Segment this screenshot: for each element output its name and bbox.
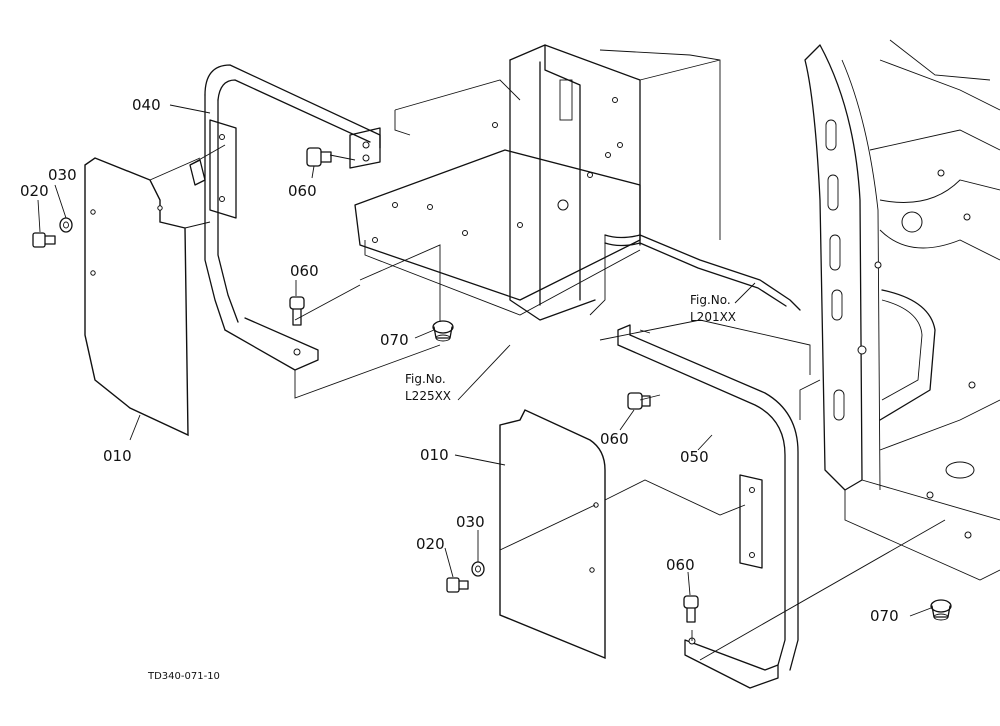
callout-060-upper: 060 — [288, 182, 317, 200]
callout-060-right: 060 — [600, 430, 629, 448]
handrail-right — [617, 324, 799, 689]
flange-bolt-middle — [289, 296, 305, 326]
grommet-center — [432, 320, 454, 342]
washer-right — [471, 561, 485, 577]
callout-060-middle: 060 — [290, 262, 319, 280]
callout-070-center: 070 — [380, 331, 409, 349]
callout-010-left: 010 — [103, 447, 132, 465]
callout-020-left: 020 — [20, 182, 49, 200]
callout-030-right: 030 — [456, 513, 485, 531]
washer-left — [59, 217, 73, 233]
grommet-right — [930, 599, 952, 621]
flange-bolt-lower — [683, 595, 699, 623]
callout-020-right: 020 — [416, 535, 445, 553]
bolt-left — [32, 232, 56, 248]
cover-panel-left — [84, 157, 189, 437]
handrail-left — [189, 64, 381, 371]
drawing-code: TD340-071-10 — [147, 671, 220, 682]
ref-l225xx-line2: L225XX — [405, 389, 451, 403]
callout-leaders — [37, 104, 932, 617]
callout-010-right: 010 — [420, 446, 449, 464]
bolt-right — [446, 577, 469, 593]
alignment-lines-left — [149, 144, 441, 399]
callout-030-left: 030 — [48, 166, 77, 184]
flange-bolt-upper — [306, 147, 332, 167]
callout-050: 050 — [680, 448, 709, 466]
callout-040: 040 — [132, 96, 161, 114]
flange-bolt-right — [627, 392, 651, 410]
ref-l201xx-line1: Fig.No. — [690, 293, 731, 307]
callout-070-right: 070 — [870, 607, 899, 625]
callout-060-lower: 060 — [666, 556, 695, 574]
ref-l225xx-line1: Fig.No. — [405, 372, 446, 386]
machine-frame — [354, 39, 1000, 581]
ref-l201xx-line2: L201XX — [690, 310, 736, 324]
cover-panel-right — [499, 409, 606, 660]
alignment-lines-right — [499, 394, 946, 661]
